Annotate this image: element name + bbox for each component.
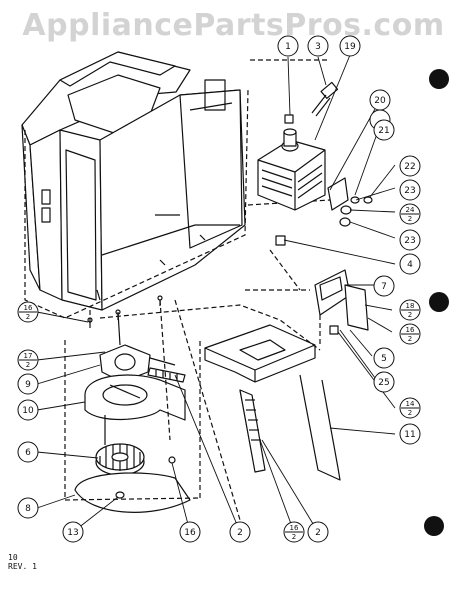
callout-4: 4 bbox=[407, 260, 413, 270]
callout-1: 1 bbox=[285, 42, 291, 52]
callout-16-right: 16 bbox=[406, 326, 415, 334]
callout-11: 11 bbox=[404, 430, 415, 440]
cabinet-housing bbox=[21, 51, 246, 311]
callout-16-left: 16 bbox=[24, 304, 33, 312]
callout-24: 24 bbox=[406, 206, 415, 214]
callout-16-bottom: 16 bbox=[184, 528, 196, 538]
fan-blade bbox=[95, 415, 145, 476]
callout-7: 7 bbox=[381, 282, 387, 292]
terminal-strip bbox=[147, 367, 186, 383]
callout-24-qty: 2 bbox=[408, 215, 412, 223]
callout-22: 22 bbox=[404, 162, 415, 172]
callout-9: 9 bbox=[25, 380, 31, 390]
part-4-clip bbox=[275, 235, 286, 246]
callout-2-left: 2 bbox=[237, 528, 243, 538]
callout-14: 14 bbox=[406, 400, 415, 408]
screws bbox=[87, 295, 163, 328]
callout-16-right-qty: 2 bbox=[408, 335, 412, 343]
callout-6: 6 bbox=[25, 448, 31, 458]
callout-18: 18 bbox=[406, 302, 415, 310]
callout-25: 25 bbox=[378, 378, 389, 388]
revision-label: REV. 1 bbox=[8, 562, 37, 571]
thermal-sensor bbox=[311, 81, 339, 117]
callout-23-bottom: 23 bbox=[404, 236, 415, 246]
base-plate bbox=[74, 456, 191, 513]
registration-dots bbox=[424, 69, 449, 536]
leader-lines bbox=[36, 54, 396, 533]
fraction-bars bbox=[19, 213, 419, 533]
air-duct bbox=[204, 324, 341, 481]
callout-21: 21 bbox=[378, 126, 389, 136]
callout-14-qty: 2 bbox=[408, 409, 412, 417]
blower-housing bbox=[84, 374, 186, 421]
callout-16-mid-qty: 2 bbox=[292, 533, 296, 541]
callout-19: 19 bbox=[344, 42, 356, 52]
control-module bbox=[314, 269, 369, 335]
watermark: AppliancePartsPros.com bbox=[22, 8, 445, 43]
revision-note: 10 REV. 1 bbox=[8, 553, 37, 571]
callout-20: 20 bbox=[374, 96, 386, 106]
page-number: 10 bbox=[8, 553, 18, 562]
magnetron bbox=[257, 128, 326, 211]
capacitor-bracket bbox=[327, 177, 373, 227]
callout-18-qty: 2 bbox=[408, 311, 412, 319]
callout-17: 17 bbox=[24, 352, 33, 360]
callout-16-mid: 16 bbox=[290, 524, 299, 532]
callout-17-qty: 2 bbox=[26, 361, 30, 369]
callout-bubbles bbox=[17, 35, 421, 543]
callout-23-top: 23 bbox=[404, 186, 415, 196]
callout-2-right: 2 bbox=[315, 528, 321, 538]
callout-8: 8 bbox=[25, 504, 31, 514]
callout-5: 5 bbox=[381, 354, 387, 364]
callout-10: 10 bbox=[22, 406, 34, 416]
callout-3: 3 bbox=[315, 42, 321, 52]
callout-13: 13 bbox=[67, 528, 78, 538]
assembly-guide-lines bbox=[64, 249, 321, 521]
small-clip bbox=[284, 114, 294, 124]
callout-labels: 1 3 19 20 21 22 23 24 2 23 4 7 18 2 16 2… bbox=[22, 42, 415, 541]
callout-16-left-qty: 2 bbox=[26, 313, 30, 321]
